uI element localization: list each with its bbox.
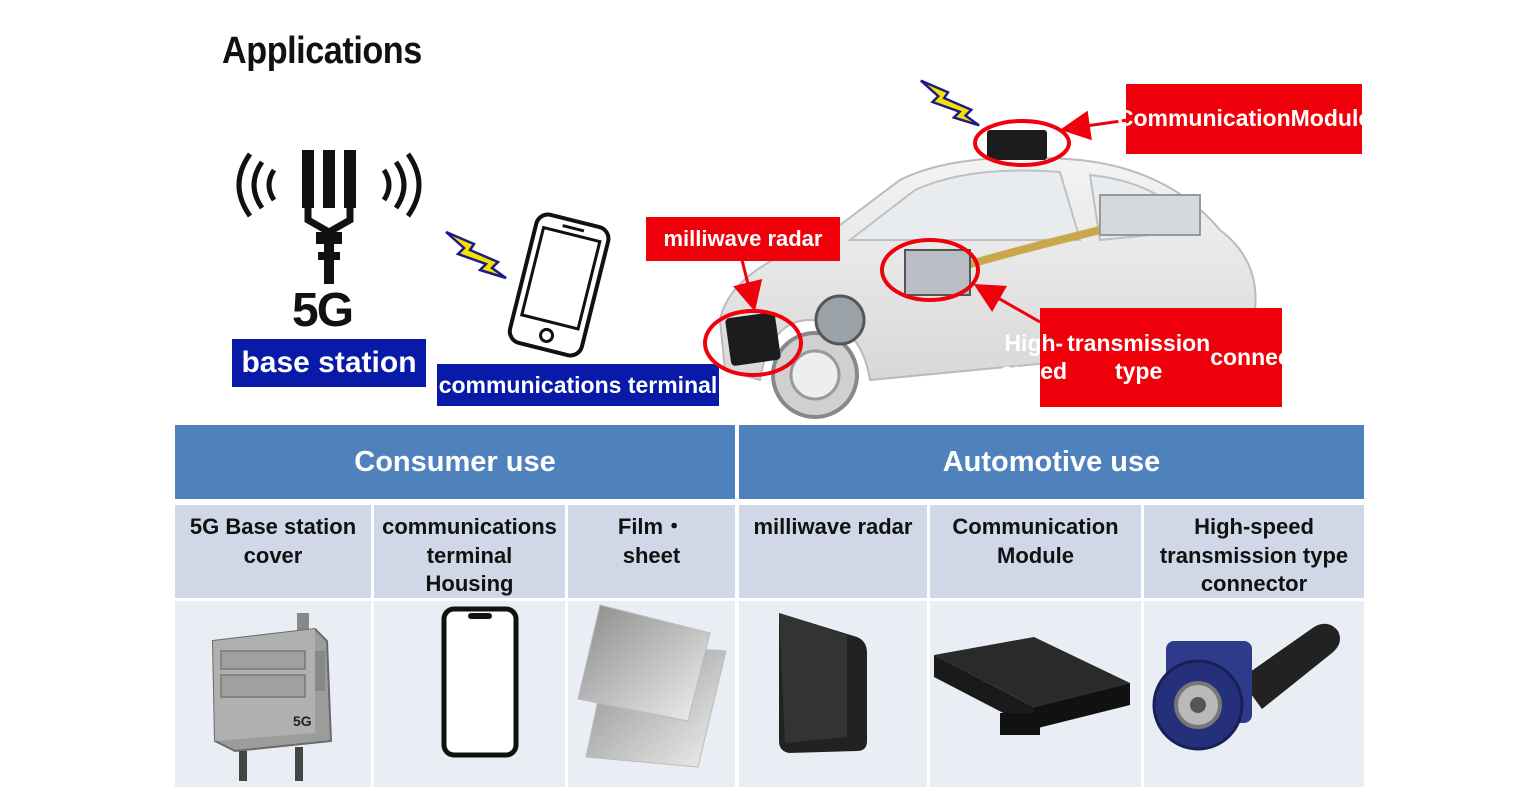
communications-terminal-label: communications terminal bbox=[437, 364, 719, 406]
col-film-sheet: Film・ sheet bbox=[568, 505, 735, 598]
col-milliwave-radar: milliwave radar bbox=[739, 505, 927, 598]
communication-module-image bbox=[934, 637, 1130, 735]
tower-5g-text: 5G bbox=[292, 284, 354, 337]
consumer-use-header: Consumer use bbox=[175, 425, 735, 499]
page-title: Applications bbox=[222, 30, 422, 72]
5g-tower-icon bbox=[236, 150, 422, 284]
automotive-use-header: Automotive use bbox=[739, 425, 1364, 499]
smartphone-icon bbox=[507, 212, 611, 358]
communication-module-label: Communication Module bbox=[1117, 84, 1371, 154]
phone-housing-image bbox=[441, 606, 519, 758]
base-station-cover-image: 5G bbox=[211, 613, 333, 781]
img-cell-5g-cover: 5G bbox=[175, 601, 371, 787]
col-5g-cover: 5G Base station cover bbox=[175, 505, 371, 598]
img-cell-connector bbox=[1144, 601, 1364, 787]
lightning-icon bbox=[445, 230, 507, 280]
img-cell-radar bbox=[739, 601, 927, 787]
base-station-label: base station bbox=[232, 339, 426, 387]
img-cell-terminal bbox=[374, 601, 565, 787]
radar-module-image bbox=[779, 613, 867, 753]
col-terminal-housing: communications terminal Housing bbox=[374, 505, 565, 598]
cover-5g-text: 5G bbox=[293, 713, 312, 729]
lightning-icon bbox=[920, 79, 980, 127]
callout-arrows bbox=[733, 110, 1129, 324]
img-cell-film bbox=[568, 601, 735, 787]
connector-image bbox=[1152, 623, 1340, 751]
col-communication-module: Communication Module bbox=[930, 505, 1141, 598]
col-connector: High-speed transmission type connector bbox=[1144, 505, 1364, 598]
img-cell-comm-module bbox=[930, 601, 1141, 787]
connector-label: High-speed transmission type connector bbox=[1001, 308, 1321, 407]
milliwave-radar-label: milliwave radar bbox=[646, 217, 840, 261]
film-sheet-image bbox=[577, 604, 727, 768]
